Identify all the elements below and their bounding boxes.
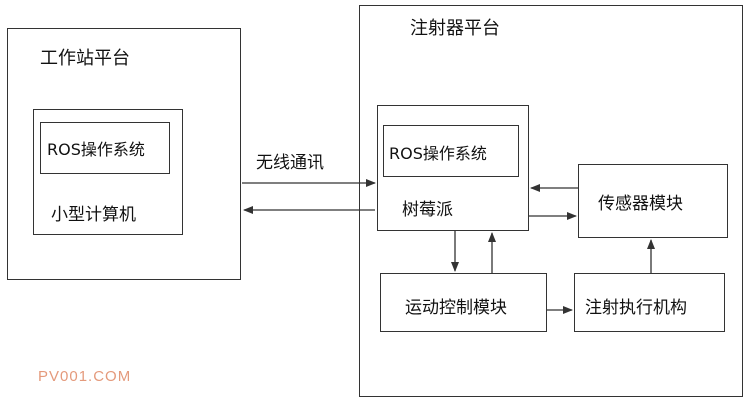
injector-ros-label: ROS操作系统 <box>389 144 487 163</box>
workstation-ros-label: ROS操作系统 <box>47 140 145 159</box>
motion-control-module-label: 运动控制模块 <box>405 298 507 318</box>
sensor-module-box <box>578 164 728 238</box>
wireless-link-label: 无线通讯 <box>256 153 324 173</box>
injector-platform-title: 注射器平台 <box>410 18 500 39</box>
injection-actuator-box <box>574 273 725 332</box>
raspberry-pi-label: 树莓派 <box>402 200 453 220</box>
injector-ros-box <box>383 125 519 177</box>
small-computer-label: 小型计算机 <box>51 205 136 225</box>
injection-actuator-label: 注射执行机构 <box>585 298 687 318</box>
motion-control-module-box <box>380 273 547 332</box>
sensor-module-label: 传感器模块 <box>598 194 683 214</box>
workstation-ros-box <box>40 122 170 174</box>
watermark-text: PV001.COM <box>38 368 132 385</box>
workstation-platform-title: 工作站平台 <box>40 48 130 69</box>
